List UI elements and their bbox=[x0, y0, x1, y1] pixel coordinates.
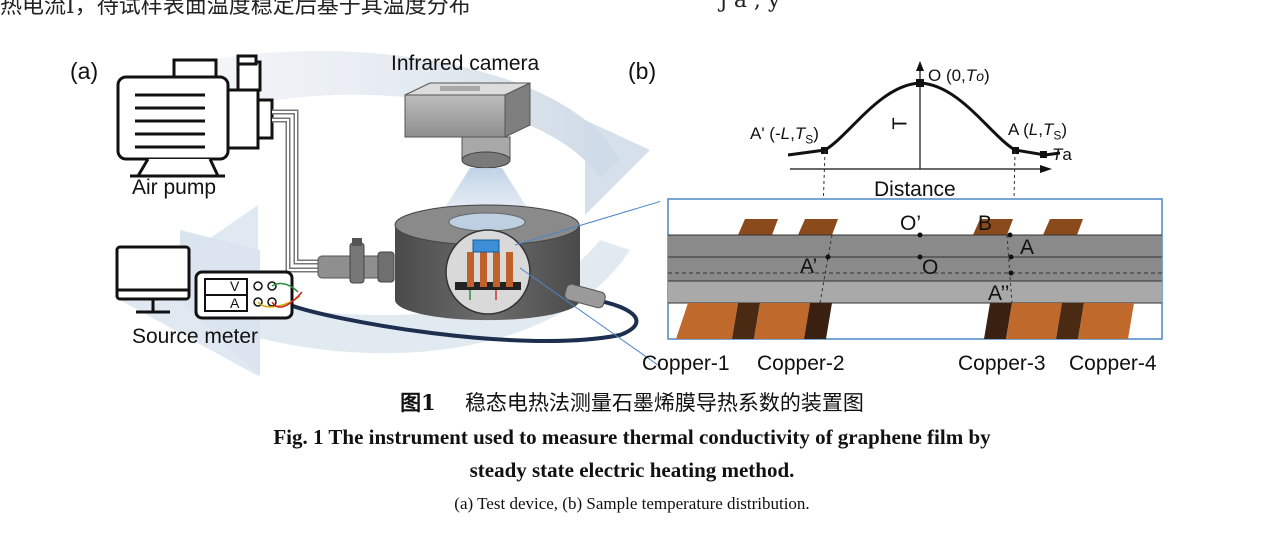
x-axis-title: Distance bbox=[874, 178, 956, 201]
x-axis-arrow bbox=[1040, 165, 1052, 173]
projection-right bbox=[1011, 150, 1016, 302]
zoom-line-bottom bbox=[519, 267, 660, 368]
cropped-text-right: j a , y bbox=[720, 0, 781, 13]
label-o: O bbox=[922, 256, 939, 279]
marker-a bbox=[1012, 147, 1019, 154]
panel-b-illustration bbox=[667, 61, 1163, 340]
signal-cable bbox=[289, 296, 639, 344]
graphene-film bbox=[668, 234, 1162, 304]
meter-a-label: A bbox=[230, 295, 240, 311]
copper-blocks-back bbox=[738, 219, 1083, 235]
copper-4-label: Copper-4 bbox=[1069, 352, 1157, 375]
sample-chamber bbox=[394, 204, 580, 321]
zoom-line-top bbox=[514, 200, 660, 246]
air-tube-inner bbox=[272, 111, 325, 263]
cropped-text-left: 热电流I，待试样表面温度稳定后基于其温度分布 bbox=[0, 0, 471, 16]
copper-2-label: Copper-2 bbox=[757, 352, 845, 375]
caption-english-line1: Fig. 1 The instrument used to measure th… bbox=[273, 425, 991, 449]
projection-left bbox=[819, 150, 826, 302]
caption-english-line2: steady state electric heating method. bbox=[469, 458, 795, 482]
marker-o bbox=[916, 79, 924, 87]
y-axis-arrow bbox=[916, 61, 924, 71]
caption-subtext: (a) Test device, (b) Sample temperature … bbox=[454, 494, 810, 513]
label-o-prime: O’ bbox=[900, 212, 921, 235]
point-a-prime-label: A' (-L,TS) bbox=[750, 124, 819, 147]
valve-connector bbox=[317, 238, 395, 284]
caption-cn-text: 稳态电热法测量石墨烯膜导热系数的装置图 bbox=[464, 391, 864, 415]
copper-blocks-front bbox=[676, 303, 1134, 339]
label-a-prime: A’ bbox=[800, 255, 818, 278]
marker-a-prime bbox=[821, 147, 828, 154]
ta-label: Ta bbox=[1052, 145, 1072, 164]
monitor-icon bbox=[115, 245, 191, 314]
copper-1-label: Copper-1 bbox=[642, 352, 730, 375]
cropped-body-text: 热电流I，待试样表面温度稳定后基于其温度分布 j a , y bbox=[0, 0, 1264, 16]
meter-v-label: V bbox=[230, 278, 240, 294]
point-o-label: O (0,To) bbox=[928, 66, 990, 85]
infrared-camera-label: Infrared camera bbox=[391, 52, 540, 75]
infrared-camera-icon bbox=[404, 82, 531, 169]
source-meter-label: Source meter bbox=[132, 325, 259, 348]
copper-3-label: Copper-3 bbox=[958, 352, 1046, 375]
marker-ta bbox=[1040, 151, 1047, 158]
label-a-double-prime: A’’ bbox=[988, 282, 1010, 305]
point-a-label: A (L,TS) bbox=[1008, 120, 1068, 143]
y-axis-title: T bbox=[889, 117, 912, 130]
caption-chinese: 图1 稳态电热法测量石墨烯膜导热系数的装置图 bbox=[0, 387, 1264, 417]
panel-b-label: (b) bbox=[628, 58, 657, 84]
panel-a-label: (a) bbox=[70, 58, 99, 84]
caption-cn-number: 图1 bbox=[400, 390, 436, 415]
air-pump-label: Air pump bbox=[132, 176, 217, 199]
label-a: A bbox=[1020, 236, 1035, 259]
panel-a-illustration bbox=[115, 50, 660, 376]
air-pump-icon bbox=[116, 54, 274, 178]
cable-connector bbox=[564, 283, 606, 309]
label-b: B bbox=[978, 212, 993, 235]
temperature-curve bbox=[787, 81, 1061, 157]
source-meter-icon bbox=[194, 270, 303, 320]
air-tube-outer bbox=[272, 109, 325, 265]
